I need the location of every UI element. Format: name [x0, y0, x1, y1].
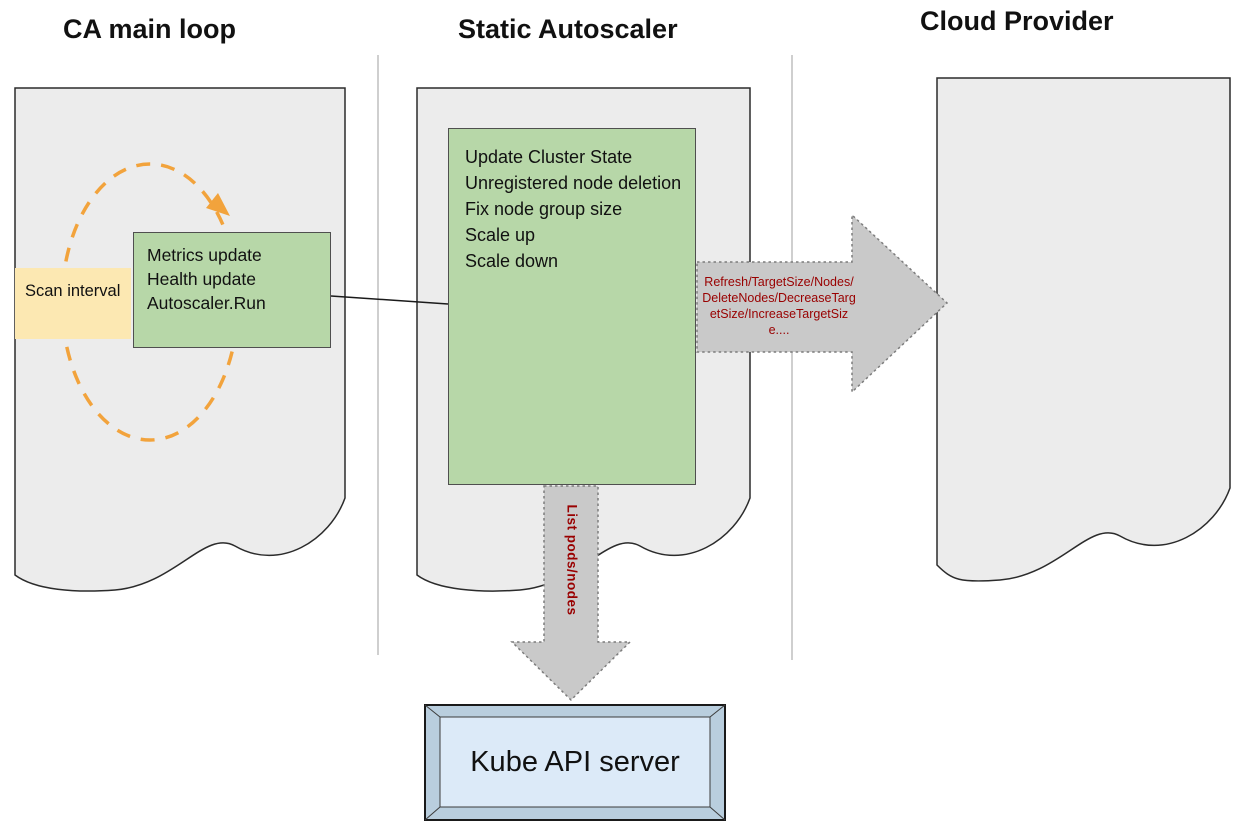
scan-interval-label: Scan interval [25, 282, 121, 300]
autoscaler-step: Update Cluster State [465, 147, 633, 167]
ca-run-box: Metrics update Health update Autoscaler.… [133, 232, 331, 348]
kube-api-server-bevel-lines [424, 704, 726, 821]
lane-title-ca-main-loop: CA main loop [63, 14, 236, 44]
kube-call-arrow-label: List pods/nodes [564, 504, 580, 616]
run-to-autoscaler-connector [330, 295, 449, 305]
kube-api-server-label: Kube API server [470, 745, 680, 778]
run-box-line: Health update [147, 269, 256, 290]
scan-loop-arrowhead-icon [206, 193, 230, 216]
autoscaler-step: Scale down [465, 251, 559, 272]
autoscaler-steps-box: Update Cluster State Unregistered node d… [448, 128, 696, 485]
autoscaler-step: Fix node group size [465, 199, 623, 220]
lane-title-cloud-provider: Cloud Provider [920, 6, 1114, 36]
run-box-line: Autoscaler.Run [147, 293, 266, 314]
autoscaler-step: Unregistered node deletion [465, 173, 682, 194]
run-box-line: Metrics update [147, 245, 262, 265]
autoscaler-step: Scale up [465, 225, 536, 246]
scan-interval-note: Scan interval [15, 268, 131, 339]
lane-title-static-autoscaler: Static Autoscaler [458, 14, 678, 44]
kube-api-server-face [439, 716, 711, 808]
cloud-provider-document-shape [936, 77, 1231, 582]
cloud-call-arrow-label: Refresh/TargetSize/Nodes/DeleteNodes/Dec… [702, 274, 856, 338]
cloud-call-arrow [696, 213, 949, 394]
kube-call-arrow [510, 485, 632, 702]
